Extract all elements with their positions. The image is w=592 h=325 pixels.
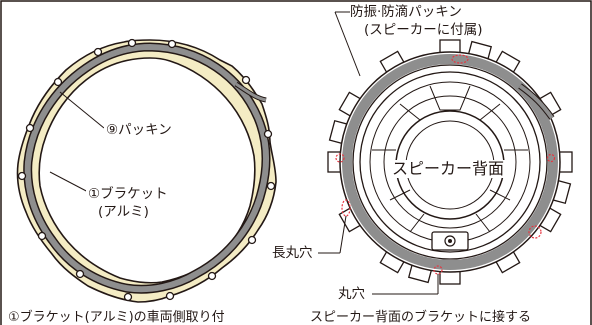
bracket-hole [25,123,35,133]
bracket-ring [16,39,277,303]
bracket-hole [165,291,175,301]
leader-bracket [49,171,93,195]
bracket-hole [167,39,177,49]
label-vibration-gasket: 防振·防滴パッキン [350,4,462,20]
bracket-hole [241,75,251,85]
speaker-frame [359,71,541,253]
speaker-assembly [318,11,573,295]
round-hole-marker [546,153,556,163]
bracket-hole [53,77,63,87]
gasket-band-fill [24,43,270,293]
label-round-hole: 丸穴 [338,286,365,302]
frame-spokes [372,85,528,233]
label-long-hole: 長丸穴 [272,245,313,261]
caption-right: スピーカー背面のブラケットに接する [310,310,532,325]
bracket-hole [75,269,85,279]
leader-long-hole [339,215,347,254]
round-hole-marker [433,265,443,275]
bracket-hole [127,38,137,48]
bracket-hole [247,235,257,245]
long-hole-marker [341,199,351,217]
bracket-hole [93,47,103,57]
bracket-hole [37,231,47,241]
frame-spoke [389,103,511,201]
gasket-tail-fill [518,84,554,120]
round-hole-marker [335,153,345,163]
speaker-frame [383,95,517,229]
label-vibration-gasket-note: (スピーカーに付属) [364,22,483,38]
bracket-holes [17,38,276,302]
frame-spoke [409,213,491,233]
bracket-hole [17,171,27,181]
gasket-ring [342,54,558,270]
leader-gasket [59,91,105,129]
bracket-hole [266,181,276,191]
label-bracket: ①ブラケット [86,186,170,202]
bracket-hole [263,129,273,139]
bracket-hole [123,292,133,302]
leader-top-label [334,11,361,77]
caption-left: ①ブラケット(アルミ)の車両側取り付 [8,310,225,325]
frame-spoke [429,85,471,111]
label-bracket-material: (アルミ) [96,204,151,220]
bracket-hole [207,271,217,281]
long-hole-marker [451,54,469,64]
hole-markers [335,54,556,275]
long-hole-marker [528,225,542,239]
label-gasket-part: ⑨パッキン [104,122,174,138]
bracket-assembly [16,38,277,303]
gasket-tail-fill [235,82,267,102]
label-speaker-back: スピーカー背面 [390,159,507,178]
terminal-screw-center [448,239,452,243]
